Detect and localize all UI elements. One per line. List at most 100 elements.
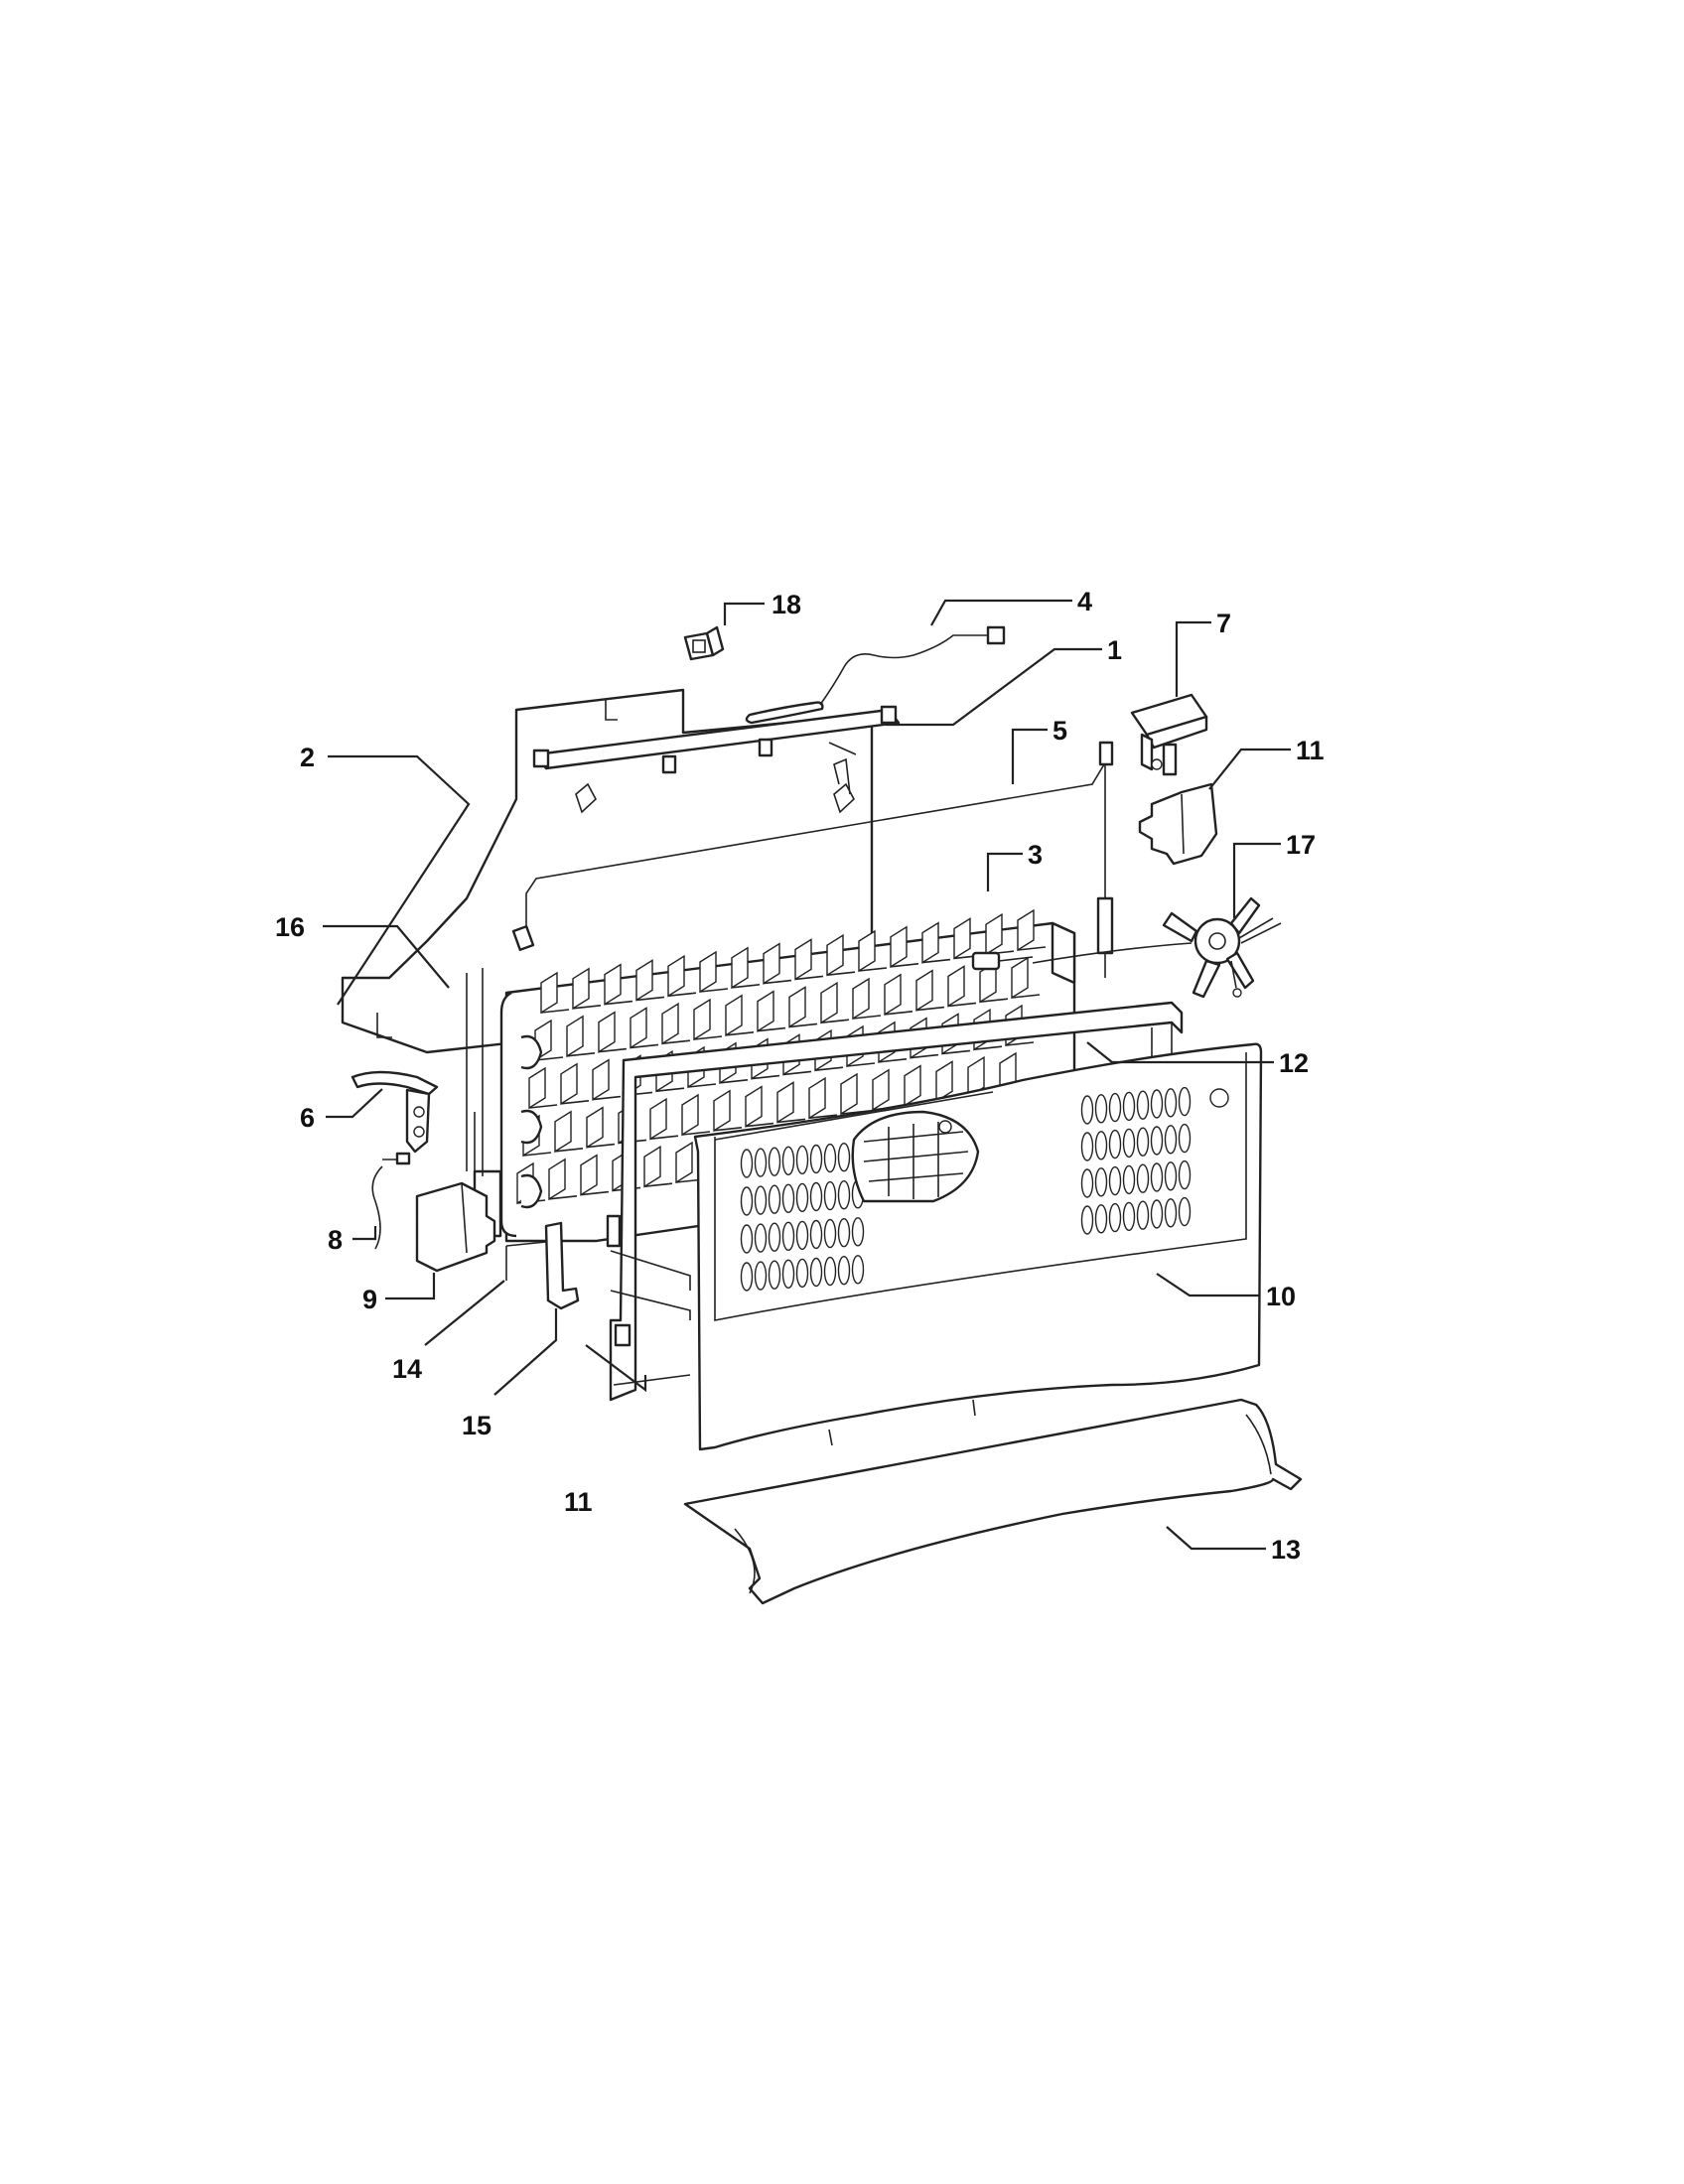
coil-fin: [649, 1097, 667, 1141]
vent-slot: [1108, 1202, 1122, 1233]
coil-fin: [953, 917, 971, 960]
callout-18: 18: [772, 590, 801, 619]
coil-fin: [872, 1068, 890, 1112]
vent-slot: [823, 1256, 837, 1287]
coil-tube-segment: [661, 1039, 691, 1044]
callout-16: 16: [275, 912, 305, 942]
coil-tube-segment: [776, 1118, 806, 1124]
coil-tube-segment: [693, 1035, 723, 1040]
coil-fin: [757, 990, 774, 1032]
vent-slot: [795, 1182, 809, 1213]
coil-tube-segment: [719, 1079, 749, 1084]
vent-slot: [1080, 1205, 1094, 1235]
vent-slot: [1122, 1164, 1136, 1195]
vent-slot: [754, 1185, 768, 1215]
vent-slot: [795, 1220, 809, 1251]
vent-slot: [1136, 1090, 1150, 1120]
coil-tube-segment: [604, 1000, 633, 1006]
vent-slot: [823, 1143, 837, 1173]
vent-slot: [740, 1186, 754, 1216]
vent-slot: [768, 1147, 781, 1176]
vent-slot: [837, 1217, 851, 1248]
vent-slot: [851, 1217, 865, 1247]
coil-fin: [1017, 908, 1035, 952]
vent-slot: [1164, 1161, 1178, 1191]
vent-slot: [1150, 1162, 1164, 1192]
vent-slot: [1150, 1126, 1164, 1156]
coil-tube-segment: [826, 971, 856, 976]
coil-fin: [681, 1093, 699, 1137]
coil-fin: [947, 965, 965, 1008]
coil-fin: [788, 986, 806, 1028]
callout-2: 2: [300, 743, 315, 772]
vent-slot: [1122, 1091, 1136, 1122]
callout-9: 9: [362, 1285, 377, 1314]
coil-tube-segment: [890, 963, 919, 968]
coil-tube-segment: [699, 988, 729, 993]
coil-fin: [967, 1055, 985, 1099]
vent-slot: [781, 1183, 795, 1214]
coil-fin: [820, 981, 838, 1024]
sensor-part: [745, 625, 1006, 725]
coil-tube-segment: [921, 958, 951, 964]
coil-tube-segment: [681, 1131, 711, 1136]
leader-lines: [323, 599, 1291, 1551]
coil-tube-segment: [1011, 994, 1041, 999]
coil-tube-segment: [528, 1104, 558, 1109]
coil-tube-segment: [687, 1083, 717, 1088]
vent-slot: [1080, 1095, 1094, 1125]
coil-tube-segment: [788, 1023, 818, 1028]
coil-fin: [921, 921, 939, 964]
coil-fin: [540, 971, 558, 1015]
vent-slot: [768, 1184, 781, 1214]
coil-tube-segment: [554, 1148, 584, 1153]
coil-fin: [826, 933, 844, 977]
vent-slot: [837, 1142, 851, 1172]
callout-8: 8: [328, 1225, 343, 1255]
callout-11-upper: 11: [1296, 736, 1325, 765]
vent-slot: [1164, 1125, 1178, 1155]
coil-fin: [858, 929, 876, 973]
coil-tube-segment: [947, 1002, 977, 1008]
fan-motor-part: [1032, 896, 1282, 999]
coil-tube-segment: [540, 1009, 570, 1014]
vent-slot: [837, 1255, 851, 1286]
coil-tube-segment: [572, 1005, 602, 1010]
vent-slot: [795, 1145, 809, 1175]
coil-tube-segment: [794, 975, 824, 981]
coil-tube-segment: [973, 1045, 1003, 1050]
vent-slot: [809, 1219, 823, 1250]
coil-tube-segment: [763, 979, 792, 985]
coil-tube-segment: [745, 1122, 774, 1128]
coil-fin: [763, 942, 780, 985]
coil-tube-segment: [941, 1049, 971, 1055]
coil-fin: [884, 973, 902, 1017]
coil-tube-segment: [586, 1143, 616, 1149]
coil-fin: [1011, 956, 1029, 1000]
vent-slot: [1136, 1163, 1150, 1193]
callout-15: 15: [462, 1411, 491, 1440]
coil-fin: [675, 1141, 693, 1184]
coil-fin: [985, 912, 1003, 956]
vent-slot: [740, 1224, 754, 1254]
coil-tube-segment: [846, 1062, 876, 1067]
vent-slot: [795, 1258, 809, 1289]
bottom-trim-part: [683, 1398, 1303, 1605]
callout-labels: 1 2 3 4 5 6 7 8 9 10 11 11 12 13 14 15 1…: [275, 587, 1325, 1565]
vent-slot: [1094, 1167, 1108, 1197]
coil-tube-segment: [630, 1043, 659, 1049]
coil-tube-segment: [915, 1006, 945, 1012]
vent-slot: [823, 1218, 837, 1249]
vent-slot: [1164, 1198, 1178, 1228]
coil-tube-segment: [655, 1087, 685, 1092]
vent-slot: [1094, 1094, 1108, 1124]
coil-fin: [808, 1076, 826, 1120]
coil-fin: [598, 1011, 616, 1053]
frame-leg-part: [610, 1250, 691, 1386]
coil-tube-segment: [649, 1135, 679, 1140]
coil-tube-segment: [560, 1100, 590, 1105]
coil-fin: [635, 959, 653, 1002]
vent-slot: [1122, 1201, 1136, 1232]
coil-fin: [745, 1085, 763, 1128]
